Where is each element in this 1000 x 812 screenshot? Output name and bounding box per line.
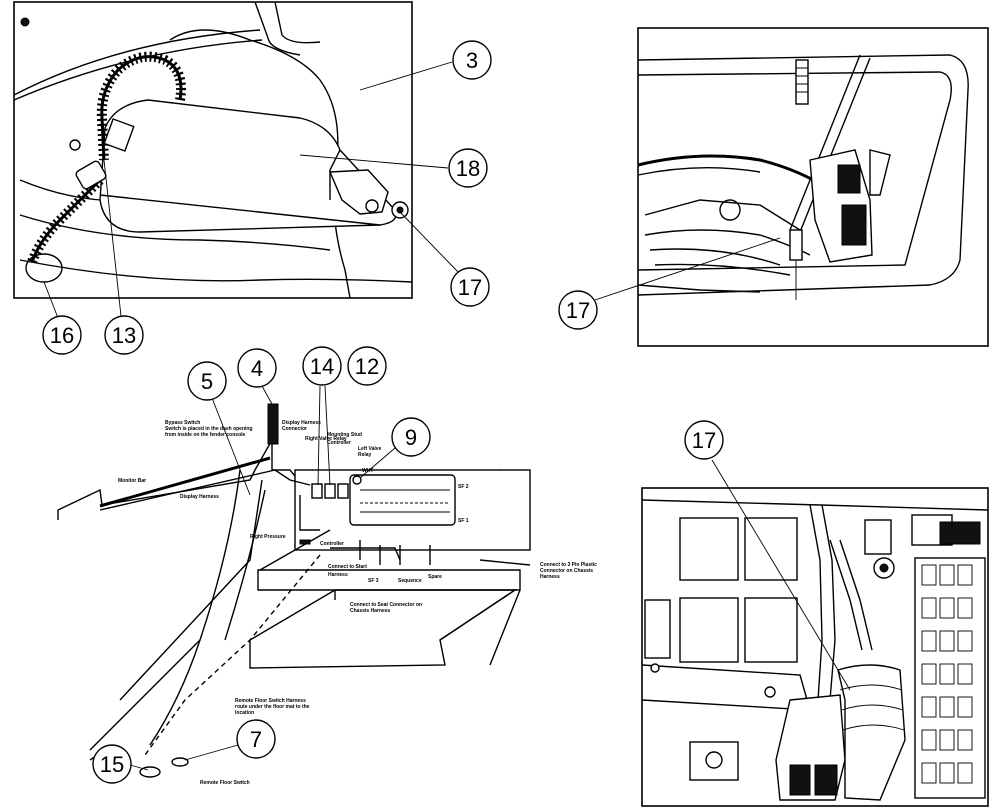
svg-text:17: 17 [692, 428, 716, 453]
svg-text:Display Harness: Display Harness [180, 494, 219, 500]
svg-text:18: 18 [456, 156, 480, 181]
callout-17-bottom: 17 [684, 420, 851, 691]
callout-18: 18 [299, 148, 488, 188]
svg-text:Remote Floor Switch: Remote Floor Switch [200, 780, 250, 786]
svg-text:location: location [235, 710, 254, 716]
svg-text:4: 4 [251, 356, 263, 381]
callout-16: 16 [42, 281, 82, 355]
svg-text:Right Pressure: Right Pressure [250, 534, 286, 540]
callout-12: 12 [347, 346, 387, 386]
svg-text:Harness: Harness [328, 572, 348, 578]
svg-text:from inside on the fender cons: from inside on the fender console [165, 432, 246, 438]
panel-bottom-right [641, 487, 989, 807]
svg-text:Connector: Connector [282, 426, 307, 432]
callout-17-top: 17 [399, 211, 490, 307]
callout-13: 13 [103, 159, 144, 355]
svg-text:route under the floor mat to t: route under the floor mat to the [235, 704, 310, 710]
svg-text:12: 12 [355, 354, 379, 379]
svg-text:SF 3: SF 3 [368, 578, 379, 584]
callout-4: 4 [237, 348, 277, 405]
panel-top-right [637, 27, 989, 347]
callout-17-right: 17 [558, 237, 781, 330]
svg-text:Controller: Controller [327, 440, 351, 446]
svg-text:Bypass Switch: Bypass Switch [165, 420, 200, 426]
svg-text:Monitor Bar: Monitor Bar [118, 478, 146, 484]
svg-text:Switch is placed in the dash o: Switch is placed in the dash opening [165, 426, 253, 432]
fuse-grid [921, 564, 973, 784]
svg-text:SF 2: SF 2 [458, 484, 469, 490]
svg-text:Mounting Stud: Mounting Stud [327, 432, 362, 438]
callout-7: 7 [184, 719, 276, 761]
svg-text:Connect to Start: Connect to Start [328, 564, 367, 570]
callout-5: 5 [187, 361, 251, 496]
svg-text:Left Valve: Left Valve [358, 446, 382, 452]
svg-text:Sequence: Sequence [398, 578, 422, 584]
svg-text:13: 13 [112, 323, 136, 348]
callout-3: 3 [359, 40, 492, 91]
svg-text:9: 9 [405, 425, 417, 450]
svg-text:17: 17 [566, 298, 590, 323]
svg-text:Connect to 3 Pin Plastic: Connect to 3 Pin Plastic [540, 562, 597, 568]
svg-text:7: 7 [250, 727, 262, 752]
callout-9: 9 [359, 417, 431, 479]
svg-text:Chassis Harness: Chassis Harness [350, 608, 391, 614]
svg-text:Harness: Harness [540, 574, 560, 580]
callout-14: 14 [302, 346, 342, 486]
svg-text:3: 3 [466, 48, 478, 73]
svg-text:Connect to Seat Connector on: Connect to Seat Connector on [350, 602, 422, 608]
callout-15: 15 [92, 744, 149, 784]
svg-text:Remote Floor Switch Harness: Remote Floor Switch Harness [235, 698, 306, 704]
svg-text:15: 15 [100, 752, 124, 777]
svg-text:5: 5 [201, 369, 213, 394]
svg-text:Controller: Controller [320, 541, 344, 547]
svg-text:17: 17 [458, 275, 482, 300]
svg-text:Spare: Spare [428, 574, 442, 580]
svg-text:14: 14 [310, 354, 334, 379]
panel-top-left [13, 1, 413, 299]
svg-text:16: 16 [50, 323, 74, 348]
svg-text:SF 1: SF 1 [458, 518, 469, 524]
svg-text:Connector on Chassis: Connector on Chassis [540, 568, 593, 574]
wiring-diagram: Bypass Switch Switch is placed in the da… [57, 403, 597, 786]
svg-text:Display Harness: Display Harness [282, 420, 321, 426]
svg-text:Relay: Relay [358, 452, 372, 458]
svg-text:Right Valve Relay: Right Valve Relay [305, 436, 347, 442]
